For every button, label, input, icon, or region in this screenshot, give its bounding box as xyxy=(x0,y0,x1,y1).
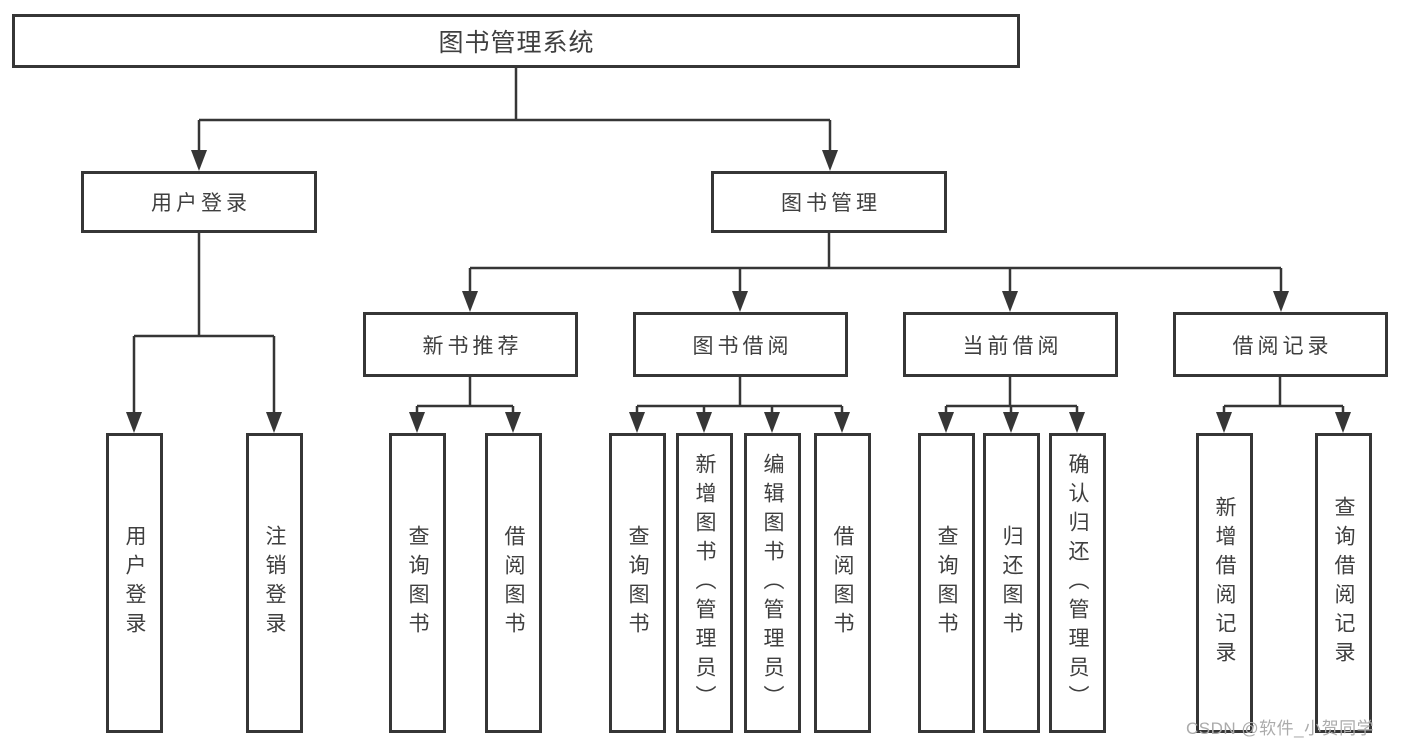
node-book-borrow: 图书借阅 xyxy=(633,312,848,377)
node-library-management-system: 图书管理系统 xyxy=(12,14,1020,68)
leaf-label: 用户登录 xyxy=(123,525,146,641)
leaf-bb-query-books: 查询图书 xyxy=(609,433,666,733)
leaf-label: 查询借阅记录 xyxy=(1332,496,1355,670)
leaf-label: 查询图书 xyxy=(935,525,958,641)
leaf-nb-query-books: 查询图书 xyxy=(389,433,446,733)
leaf-cb-query-books: 查询图书 xyxy=(918,433,975,733)
node-user-login: 用户登录 xyxy=(81,171,317,233)
node-current-borrow: 当前借阅 xyxy=(903,312,1118,377)
leaf-label: 确认归还（管理员） xyxy=(1066,452,1089,714)
leaf-logout: 注销登录 xyxy=(246,433,303,733)
node-book-management: 图书管理 xyxy=(711,171,947,233)
leaf-br-add-record: 新增借阅记录 xyxy=(1196,433,1253,733)
leaf-label: 新增借阅记录 xyxy=(1213,496,1236,670)
leaf-bb-borrow-books: 借阅图书 xyxy=(814,433,871,733)
leaf-br-query-record: 查询借阅记录 xyxy=(1315,433,1372,733)
node-new-book-recommend: 新书推荐 xyxy=(363,312,578,377)
leaf-label: 借阅图书 xyxy=(831,525,854,641)
leaf-label: 注销登录 xyxy=(263,525,286,641)
leaf-cb-confirm-return-admin: 确认归还（管理员） xyxy=(1049,433,1106,733)
leaf-label: 借阅图书 xyxy=(502,525,525,641)
leaf-nb-borrow-books: 借阅图书 xyxy=(485,433,542,733)
node-borrow-records: 借阅记录 xyxy=(1173,312,1388,377)
leaf-bb-edit-books-admin: 编辑图书（管理员） xyxy=(744,433,801,733)
leaf-user-login: 用户登录 xyxy=(106,433,163,733)
leaf-bb-add-books-admin: 新增图书（管理员） xyxy=(676,433,733,733)
leaf-label: 归还图书 xyxy=(1000,525,1023,641)
leaf-label: 编辑图书（管理员） xyxy=(761,452,784,714)
csdn-watermark: CSDN @软件_小贺同学 xyxy=(1186,719,1375,738)
leaf-label: 查询图书 xyxy=(406,525,429,641)
leaf-cb-return-books: 归还图书 xyxy=(983,433,1040,733)
leaf-label: 查询图书 xyxy=(626,525,649,641)
leaf-label: 新增图书（管理员） xyxy=(693,452,716,714)
